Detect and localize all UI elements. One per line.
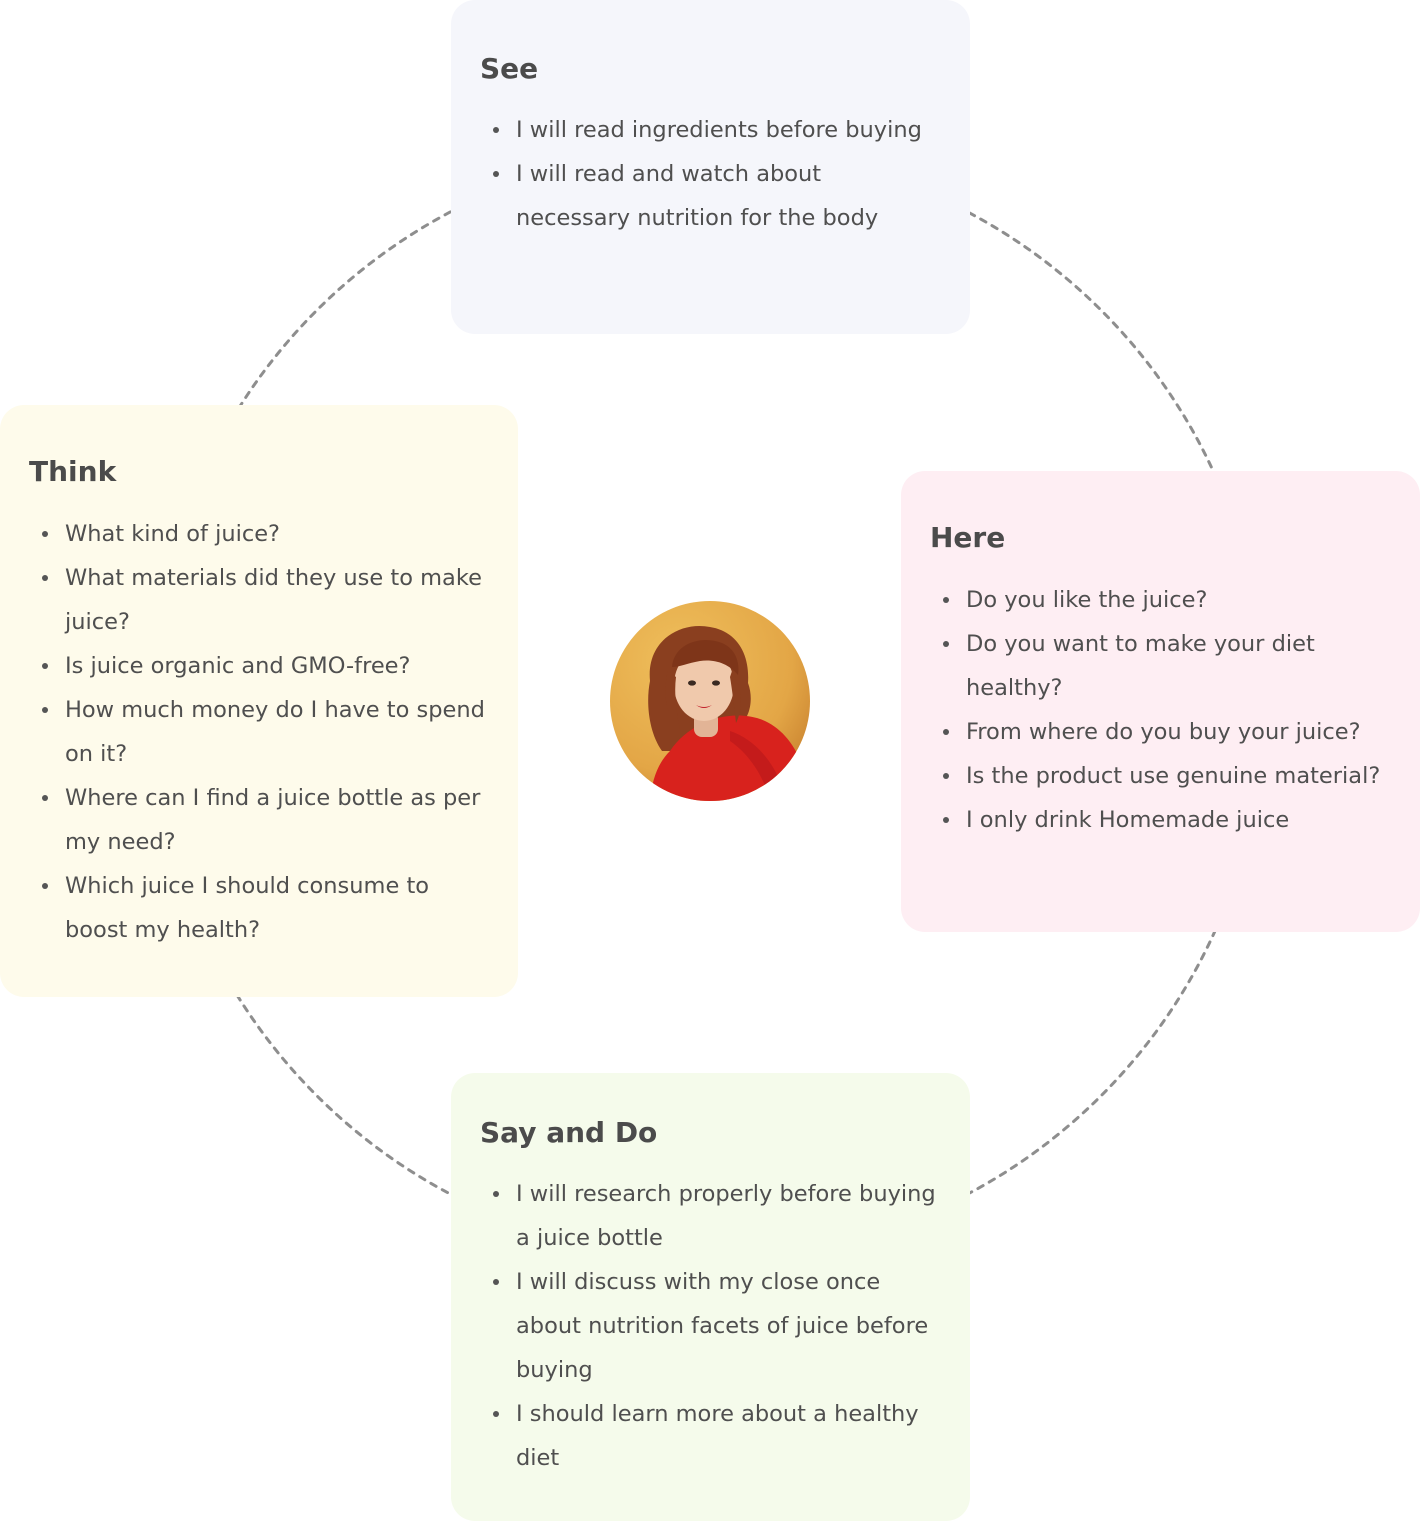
think-card-list: What kind of juice?What materials did th… bbox=[29, 512, 490, 952]
say-and-do-card-list: I will research properly before buying a… bbox=[480, 1172, 942, 1480]
list-item: I should learn more about a healthy diet bbox=[480, 1392, 942, 1480]
list-item: Is juice organic and GMO-free? bbox=[29, 644, 490, 688]
here-card: Here Do you like the juice?Do you want t… bbox=[901, 471, 1420, 932]
see-card-title: See bbox=[480, 52, 539, 85]
list-item: I will research properly before buying a… bbox=[480, 1172, 942, 1260]
list-item: How much money do I have to spend on it? bbox=[29, 688, 490, 776]
say-and-do-card: Say and Do I will research properly befo… bbox=[451, 1073, 970, 1521]
list-item: What materials did they use to make juic… bbox=[29, 556, 490, 644]
list-item: I will discuss with my close once about … bbox=[480, 1260, 942, 1392]
think-card: Think What kind of juice?What materials … bbox=[0, 405, 518, 997]
list-item: Where can I find a juice bottle as per m… bbox=[29, 776, 490, 864]
see-card: See I will read ingredients before buyin… bbox=[451, 0, 970, 334]
list-item: From where do you buy your juice? bbox=[930, 710, 1400, 754]
list-item: Do you like the juice? bbox=[930, 578, 1400, 622]
think-card-title: Think bbox=[29, 455, 117, 488]
list-item: Is the product use genuine material? bbox=[930, 754, 1400, 798]
person-photo-icon bbox=[610, 601, 810, 801]
list-item: Which juice I should consume to boost my… bbox=[29, 864, 490, 952]
list-item: What kind of juice? bbox=[29, 512, 490, 556]
say-and-do-card-title: Say and Do bbox=[480, 1116, 658, 1149]
avatar-illustration bbox=[610, 601, 810, 801]
here-card-title: Here bbox=[930, 521, 1006, 554]
list-item: I will read ingredients before buying bbox=[480, 108, 942, 152]
here-card-list: Do you like the juice?Do you want to mak… bbox=[930, 578, 1400, 842]
list-item: I only drink Homemade juice bbox=[930, 798, 1400, 842]
list-item: Do you want to make your diet healthy? bbox=[930, 622, 1400, 710]
list-item: I will read and watch about necessary nu… bbox=[480, 152, 942, 240]
